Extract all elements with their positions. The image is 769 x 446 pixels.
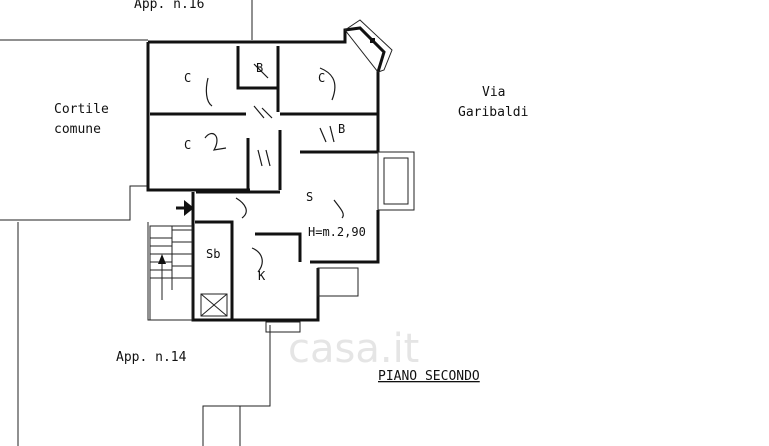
room-b1: B xyxy=(256,61,263,75)
label-cortile-line1: Cortile xyxy=(54,102,109,117)
arrow-up-icon xyxy=(158,254,166,300)
floor-title: PIANO SECONDO xyxy=(378,369,480,384)
room-c2: C xyxy=(318,71,325,85)
label-app-top: App. n.16 xyxy=(134,0,204,12)
label-via-line2: Garibaldi xyxy=(458,105,528,120)
stairwell xyxy=(149,225,228,321)
room-c1: C xyxy=(184,71,191,85)
arrow-right-icon xyxy=(176,200,194,216)
label-via-line1: Via xyxy=(482,85,505,100)
balconies xyxy=(265,19,415,333)
apartment-walls xyxy=(146,26,386,322)
room-sb: Sb xyxy=(206,247,220,261)
surrounding-outline xyxy=(0,0,271,446)
room-b2: B xyxy=(338,122,345,136)
room-s: S xyxy=(306,190,313,204)
handwritten-marks xyxy=(204,63,344,273)
room-k: K xyxy=(258,269,266,283)
label-cortile-line2: comune xyxy=(54,122,101,137)
room-height: H=m.2,90 xyxy=(308,225,366,239)
label-app-bottom: App. n.14 xyxy=(116,350,187,365)
room-c3: C xyxy=(184,138,191,152)
watermark: casa.it xyxy=(288,326,419,372)
